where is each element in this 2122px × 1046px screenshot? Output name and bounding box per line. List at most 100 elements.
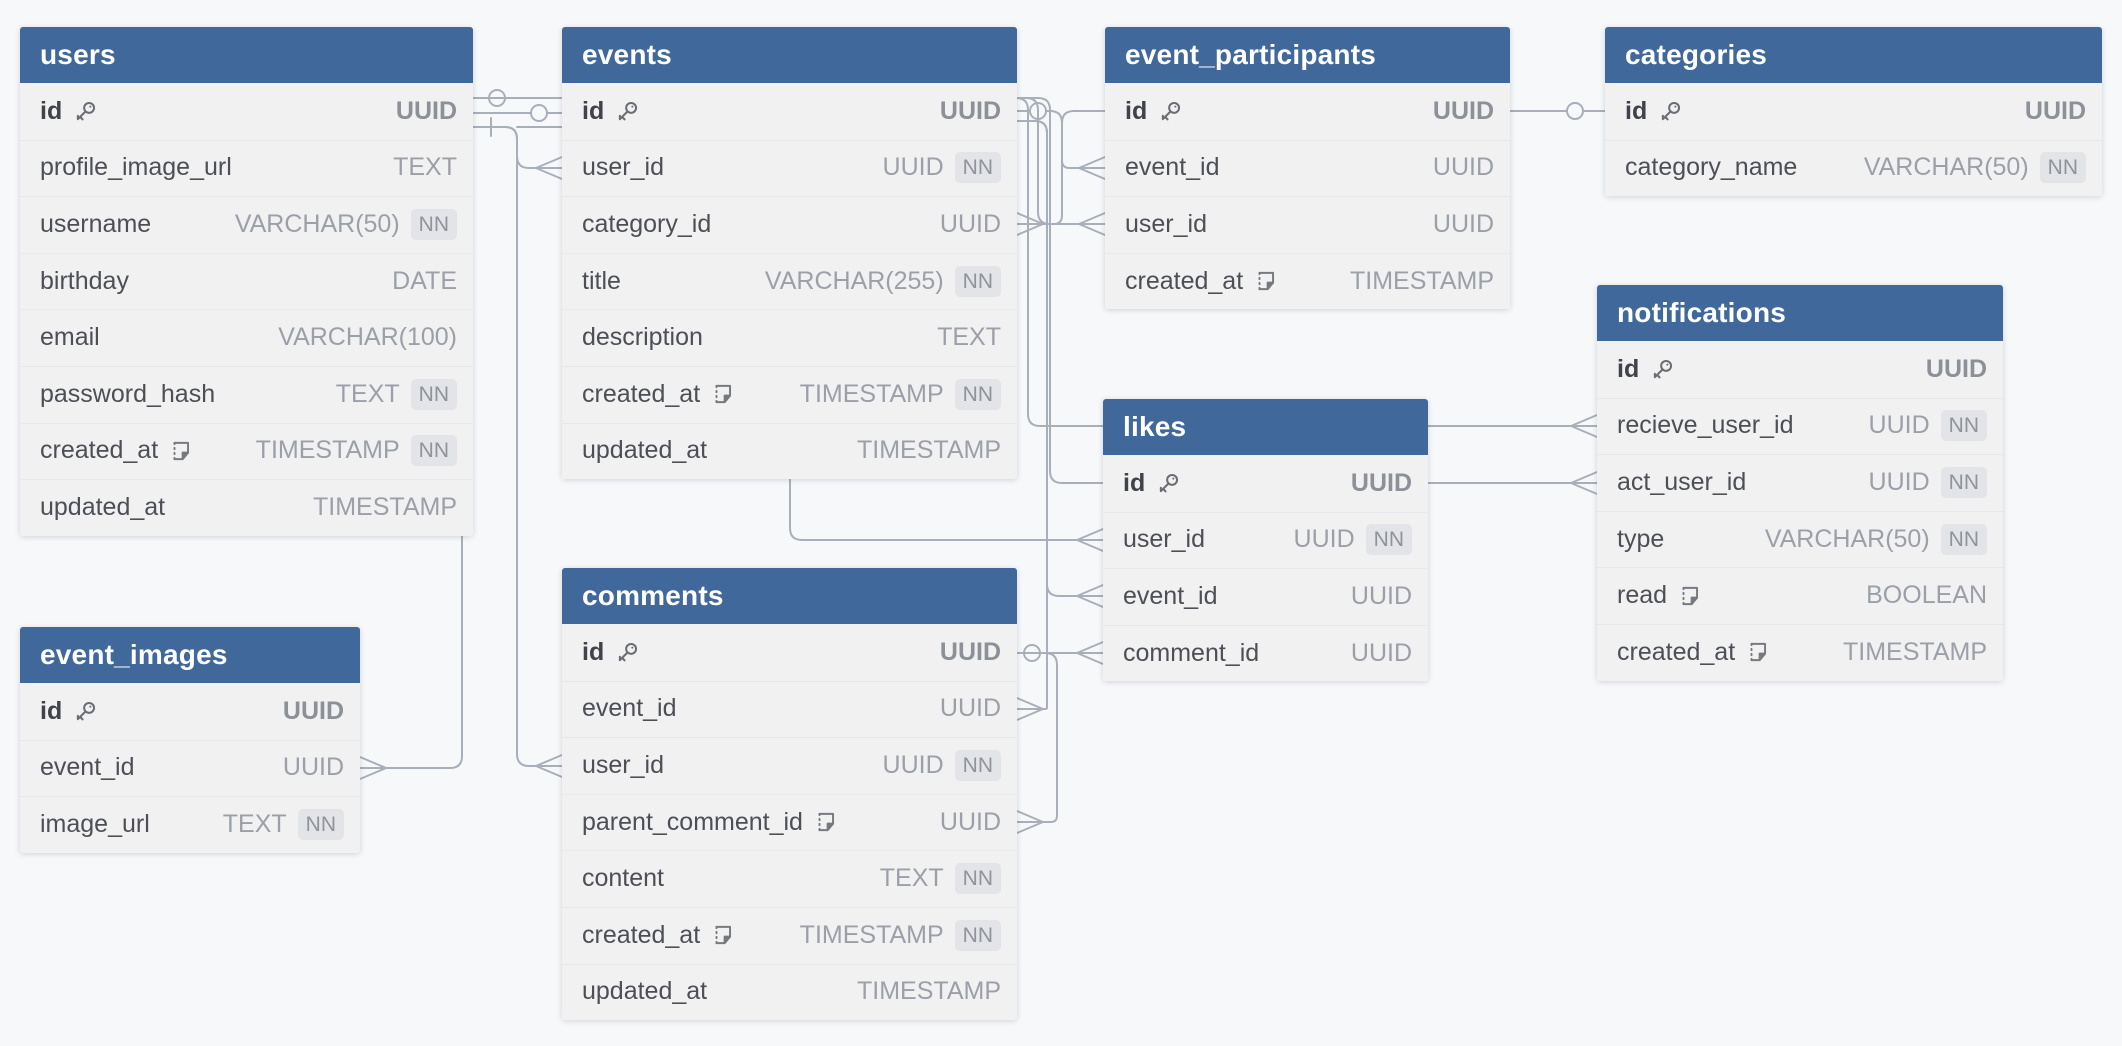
field-comments-updated_at[interactable]: updated_at TIMESTAMP xyxy=(562,964,1017,1021)
field-events-category_id[interactable]: category_id UUID xyxy=(562,196,1017,253)
table-likes[interactable]: likes id UUID user_id UUID NN event_id U… xyxy=(1103,399,1428,682)
field-name: event_id xyxy=(1123,581,1218,610)
field-events-description[interactable]: description TEXT xyxy=(562,309,1017,366)
field-comments-event_id[interactable]: event_id UUID xyxy=(562,681,1017,738)
table-notifications[interactable]: notifications id UUID recieve_user_id UU… xyxy=(1597,285,2003,681)
field-users-password_hash[interactable]: password_hash TEXT NN xyxy=(20,366,473,423)
field-events-updated_at[interactable]: updated_at TIMESTAMP xyxy=(562,423,1017,480)
field-name: recieve_user_id xyxy=(1617,411,1794,440)
field-type: TIMESTAMP xyxy=(799,379,944,408)
field-likes-comment_id[interactable]: comment_id UUID xyxy=(1103,625,1428,682)
table-title: likes xyxy=(1123,411,1187,442)
field-type: UUID xyxy=(1350,638,1412,667)
field-name: id xyxy=(582,637,605,666)
field-event_images-event_id[interactable]: event_id UUID xyxy=(20,740,360,797)
field-comments-user_id[interactable]: user_id UUID NN xyxy=(562,737,1017,794)
table-event_participants[interactable]: event_participants id UUID event_id UUID… xyxy=(1105,27,1510,310)
field-notifications-created_at[interactable]: created_at TIMESTAMP xyxy=(1597,624,2003,681)
field-notifications-type[interactable]: type VARCHAR(50) NN xyxy=(1597,511,2003,568)
field-event_participants-id[interactable]: id UUID xyxy=(1105,83,1510,140)
table-header-comments[interactable]: comments xyxy=(562,568,1017,624)
table-header-events[interactable]: events xyxy=(562,27,1017,83)
field-notifications-recieve_user_id[interactable]: recieve_user_id UUID NN xyxy=(1597,398,2003,455)
field-events-id[interactable]: id UUID xyxy=(562,83,1017,140)
table-events[interactable]: events id UUID user_id UUID NN category_… xyxy=(562,27,1017,480)
key-icon xyxy=(614,98,641,125)
field-type: TIMESTAMP xyxy=(857,977,1001,1006)
note-icon xyxy=(710,381,736,407)
field-users-updated_at[interactable]: updated_at TIMESTAMP xyxy=(20,479,473,536)
note-icon xyxy=(1745,639,1771,665)
field-comments-id[interactable]: id UUID xyxy=(562,624,1017,681)
field-name: content xyxy=(582,864,665,893)
field-comments-content[interactable]: content TEXT NN xyxy=(562,850,1017,907)
field-categories-id[interactable]: id UUID xyxy=(1605,83,2102,140)
field-likes-id[interactable]: id UUID xyxy=(1103,455,1428,512)
field-users-created_at[interactable]: created_at TIMESTAMP NN xyxy=(20,423,473,480)
not-null-badge: NN xyxy=(2039,152,2086,184)
field-type: TIMESTAMP xyxy=(1843,637,1987,666)
field-name: created_at xyxy=(1617,637,1736,666)
field-event_participants-user_id[interactable]: user_id UUID xyxy=(1105,196,1510,253)
table-title: notifications xyxy=(1617,297,1787,328)
not-null-badge: NN xyxy=(954,749,1001,781)
not-null-badge: NN xyxy=(410,435,457,467)
table-header-notifications[interactable]: notifications xyxy=(1597,285,2003,341)
field-event_images-id[interactable]: id UUID xyxy=(20,683,360,740)
field-name: updated_at xyxy=(582,436,708,465)
field-notifications-act_user_id[interactable]: act_user_id UUID NN xyxy=(1597,454,2003,511)
field-event_images-image_url[interactable]: image_url TEXT NN xyxy=(20,796,360,853)
field-events-title[interactable]: title VARCHAR(255) NN xyxy=(562,253,1017,310)
key-icon xyxy=(1157,98,1184,125)
field-notifications-read[interactable]: read BOOLEAN xyxy=(1597,567,2003,624)
table-header-event_images[interactable]: event_images xyxy=(20,627,360,683)
field-type: UUID xyxy=(1432,153,1494,182)
one-side-circle-marker xyxy=(1566,102,1584,120)
table-event_images[interactable]: event_images id UUID event_id UUID image… xyxy=(20,627,360,853)
field-type: TEXT xyxy=(937,323,1001,352)
field-name: title xyxy=(582,266,621,295)
table-title: users xyxy=(40,39,116,70)
field-notifications-id[interactable]: id UUID xyxy=(1597,341,2003,398)
key-icon xyxy=(72,698,99,725)
field-likes-user_id[interactable]: user_id UUID NN xyxy=(1103,512,1428,569)
field-name: created_at xyxy=(40,436,159,465)
field-name: id xyxy=(1125,96,1148,125)
field-type: UUID xyxy=(282,753,344,782)
field-name: user_id xyxy=(582,750,664,779)
field-users-birthday[interactable]: birthday DATE xyxy=(20,253,473,310)
table-header-event_participants[interactable]: event_participants xyxy=(1105,27,1510,83)
many-side-crowfoot-marker xyxy=(1016,212,1044,236)
relationship-comments-event_id--events-id xyxy=(1016,120,1048,721)
field-users-profile_image_url[interactable]: profile_image_url TEXT xyxy=(20,140,473,197)
note-icon xyxy=(813,809,839,835)
field-users-email[interactable]: email VARCHAR(100) xyxy=(20,309,473,366)
table-title: event_images xyxy=(40,639,228,670)
field-name: read xyxy=(1617,581,1668,610)
field-users-id[interactable]: id UUID xyxy=(20,83,473,140)
field-comments-parent_comment_id[interactable]: parent_comment_id UUID xyxy=(562,794,1017,851)
field-event_participants-event_id[interactable]: event_id UUID xyxy=(1105,140,1510,197)
table-header-categories[interactable]: categories xyxy=(1605,27,2102,83)
field-likes-event_id[interactable]: event_id UUID xyxy=(1103,568,1428,625)
field-event_participants-created_at[interactable]: created_at TIMESTAMP xyxy=(1105,253,1510,310)
not-null-badge: NN xyxy=(410,208,457,240)
table-header-users[interactable]: users xyxy=(20,27,473,83)
field-comments-created_at[interactable]: created_at TIMESTAMP NN xyxy=(562,907,1017,964)
table-comments[interactable]: comments id UUID event_id UUID user_id U… xyxy=(562,568,1017,1021)
field-name: parent_comment_id xyxy=(582,807,803,836)
field-events-user_id[interactable]: user_id UUID NN xyxy=(562,140,1017,197)
field-categories-category_name[interactable]: category_name VARCHAR(50) NN xyxy=(1605,140,2102,197)
not-null-badge: NN xyxy=(1940,466,1987,498)
field-users-username[interactable]: username VARCHAR(50) NN xyxy=(20,196,473,253)
field-type: UUID xyxy=(1868,411,1930,440)
table-users[interactable]: users id UUID profile_image_url TEXT use… xyxy=(20,27,473,536)
field-name: category_id xyxy=(582,209,712,238)
table-header-likes[interactable]: likes xyxy=(1103,399,1428,455)
field-name: created_at xyxy=(582,920,701,949)
table-categories[interactable]: categories id UUID category_name VARCHAR… xyxy=(1605,27,2102,197)
field-events-created_at[interactable]: created_at TIMESTAMP NN xyxy=(562,366,1017,423)
many-side-crowfoot-marker xyxy=(1570,471,1598,495)
field-name: password_hash xyxy=(40,379,216,408)
